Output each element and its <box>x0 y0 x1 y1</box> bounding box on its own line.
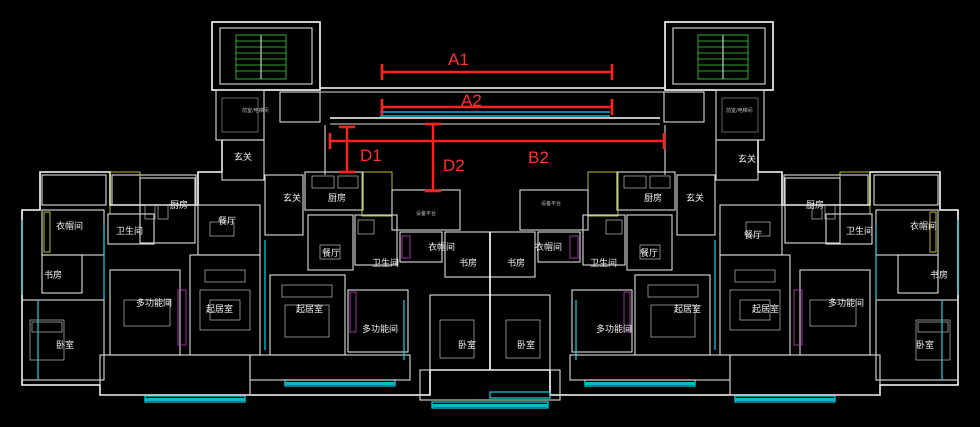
dimension-annotations: A1 A2 B2 D1 D2 <box>328 50 666 193</box>
label-shufang: 书房 <box>459 257 477 269</box>
label-canting: 餐厅 <box>322 247 340 259</box>
annotation-d1: D1 <box>360 146 382 165</box>
label-weishengjian: 卫生间 <box>590 257 617 269</box>
label-xuanguan: 玄关 <box>234 151 252 163</box>
stair-core-right <box>663 21 774 141</box>
label-woshi: 卧室 <box>458 339 476 351</box>
label-canting: 餐厅 <box>640 247 658 259</box>
label-weishengjian: 卫生间 <box>846 225 873 237</box>
annotation-a2: A2 <box>461 91 482 110</box>
label-chufang: 厨房 <box>806 199 824 211</box>
label-xuanguan: 玄关 <box>283 192 301 204</box>
label-shufang: 书房 <box>507 257 525 269</box>
label-chufang: 厨房 <box>328 192 346 204</box>
label-shufang: 书房 <box>930 269 948 281</box>
label-woshi: 卧室 <box>517 339 535 351</box>
unit-right-inner <box>489 171 716 371</box>
label-platform: 设备平台 <box>541 200 561 207</box>
label-duogongnengjian: 多功能间 <box>596 323 632 335</box>
unit-left-outer <box>21 139 265 381</box>
label-yimaojian: 衣帽间 <box>910 220 937 232</box>
annotation-b2: B2 <box>528 148 549 167</box>
label-chufang: 厨房 <box>170 199 188 211</box>
label-qijushi: 起居室 <box>674 303 701 315</box>
label-xuanguan: 玄关 <box>686 192 704 204</box>
label-shufang: 书房 <box>44 269 62 281</box>
label-elevator-room: 前室/电梯间 <box>242 107 269 114</box>
unit-right-outer <box>715 139 959 381</box>
stair-core-left <box>211 21 321 141</box>
label-xuanguan: 玄关 <box>738 153 756 165</box>
label-weishengjian: 卫生间 <box>372 257 399 269</box>
central-corridor <box>320 87 666 175</box>
label-yimaojian: 衣帽间 <box>535 241 562 253</box>
room-labels: 玄关 厨房 餐厅 卫生间 衣帽间 书房 多功能间 起居室 卧室 玄关 厨房 餐厅… <box>44 107 948 351</box>
label-yimaojian: 衣帽间 <box>56 220 83 232</box>
label-woshi: 卧室 <box>56 339 74 351</box>
building-envelope <box>21 140 959 409</box>
label-platform: 设备平台 <box>416 210 436 217</box>
annotation-d2: D2 <box>443 156 465 175</box>
label-weishengjian: 卫生间 <box>116 225 143 237</box>
label-duogongnengjian: 多功能间 <box>828 297 864 309</box>
label-qijushi: 起居室 <box>752 303 779 315</box>
label-duogongnengjian: 多功能间 <box>136 297 172 309</box>
label-canting: 餐厅 <box>218 215 236 227</box>
label-woshi: 卧室 <box>916 339 934 351</box>
label-yimaojian: 衣帽间 <box>428 241 455 253</box>
annotation-a1: A1 <box>448 50 469 69</box>
label-duogongnengjian: 多功能间 <box>362 323 398 335</box>
label-canting: 餐厅 <box>744 229 762 241</box>
label-elevator-room: 前室/电梯间 <box>726 107 753 114</box>
label-qijushi: 起居室 <box>296 303 323 315</box>
label-chufang: 厨房 <box>644 192 662 204</box>
label-qijushi: 起居室 <box>206 303 233 315</box>
